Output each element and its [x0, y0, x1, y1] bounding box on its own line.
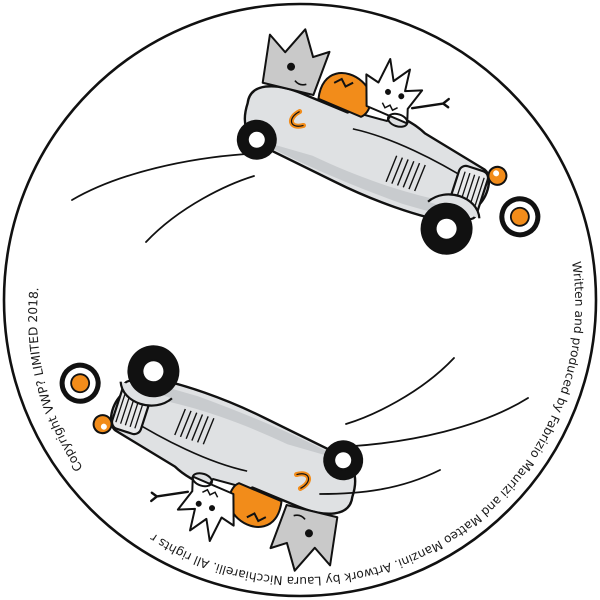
speed-lines-bottom [319, 357, 529, 495]
speed-lines-top [71, 153, 255, 243]
